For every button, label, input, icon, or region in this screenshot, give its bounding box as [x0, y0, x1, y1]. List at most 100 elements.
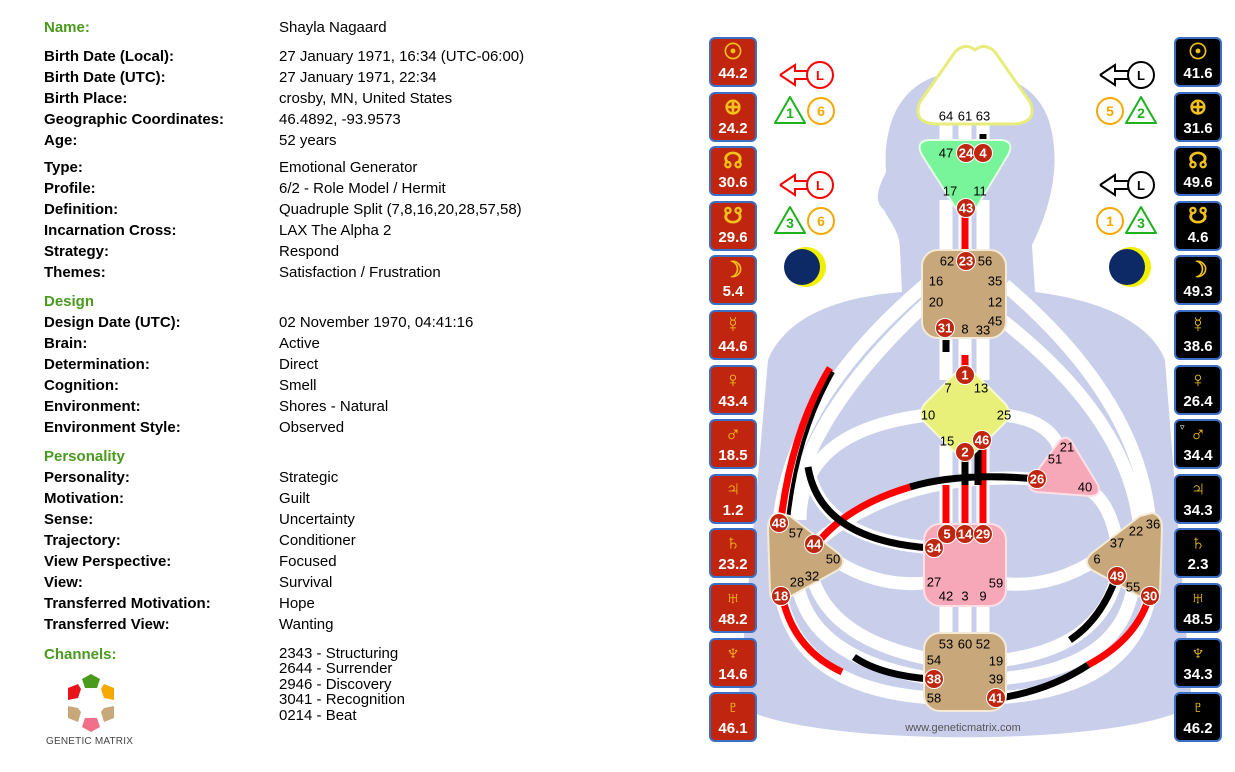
planet-north-node[interactable]: ☊49.6 [1174, 146, 1222, 197]
planet-mercury[interactable]: ☿44.6 [709, 310, 757, 360]
gate-37[interactable]: 37 [1110, 536, 1124, 551]
gate-22[interactable]: 22 [1129, 524, 1143, 539]
planet-neptune[interactable]: ♆14.6 [709, 637, 757, 688]
gate-18[interactable]: 18 [771, 586, 791, 606]
gate-4[interactable]: 4 [973, 143, 993, 163]
planet-gate-value: 23.2 [718, 556, 748, 574]
gate-51[interactable]: 51 [1048, 452, 1062, 467]
gate-50[interactable]: 50 [826, 552, 840, 567]
gate-3[interactable]: 3 [961, 589, 968, 604]
gate-36[interactable]: 36 [1146, 517, 1160, 532]
planet-moon[interactable]: ☽49.3 [1174, 255, 1222, 306]
gate-28[interactable]: 28 [790, 575, 804, 590]
gate-26[interactable]: 26 [1027, 469, 1047, 489]
gate-15[interactable]: 15 [940, 434, 954, 449]
gate-19[interactable]: 19 [989, 654, 1003, 669]
gate-55[interactable]: 55 [1126, 580, 1140, 595]
gate-17[interactable]: 17 [943, 184, 957, 199]
planet-jupiter[interactable]: ♃34.3 [1174, 473, 1222, 524]
gate-8[interactable]: 8 [961, 322, 968, 337]
gate-11[interactable]: 11 [973, 184, 987, 199]
gate-45[interactable]: 45 [988, 314, 1002, 329]
gate-53[interactable]: 53 [939, 637, 953, 652]
gate-63[interactable]: 63 [976, 109, 990, 124]
gate-23[interactable]: 23 [956, 251, 976, 271]
planet-mars[interactable]: ♂18.5 [709, 419, 757, 470]
planet-earth[interactable]: ⊕24.2 [709, 91, 757, 142]
planet-mercury[interactable]: ☿38.6 [1174, 310, 1222, 360]
gate-40[interactable]: 40 [1078, 480, 1092, 495]
gate-54[interactable]: 54 [927, 653, 941, 668]
gate-39[interactable]: 39 [989, 672, 1003, 687]
tone-bottom: 3 [786, 215, 794, 231]
gate-52[interactable]: 52 [976, 637, 990, 652]
gate-24[interactable]: 24 [956, 143, 976, 163]
planet-south-node[interactable]: ☋4.6 [1174, 200, 1222, 251]
gate-41[interactable]: 41 [986, 688, 1006, 708]
gate-56[interactable]: 56 [978, 254, 992, 269]
gate-13[interactable]: 13 [974, 381, 988, 396]
gate-42[interactable]: 42 [939, 589, 953, 604]
planet-earth[interactable]: ⊕31.6 [1174, 91, 1222, 142]
planet-uranus[interactable]: ♅48.5 [1174, 583, 1222, 633]
planet-pluto[interactable]: ♇46.2 [1174, 692, 1222, 743]
planet-sun[interactable]: ☉41.6 [1174, 37, 1222, 87]
gate-46[interactable]: 46 [972, 430, 992, 450]
uranus-icon: ♅ [724, 585, 742, 610]
planet-uranus[interactable]: ♅48.2 [709, 583, 757, 633]
moon-icon: ☽ [723, 257, 743, 283]
gate-34[interactable]: 34 [924, 538, 944, 558]
gate-60[interactable]: 60 [958, 637, 972, 652]
planet-jupiter[interactable]: ♃1.2 [709, 473, 757, 524]
gate-43[interactable]: 43 [956, 198, 976, 218]
saturn-icon: ♄ [1189, 530, 1207, 556]
gate-64[interactable]: 64 [939, 109, 953, 124]
personality-arrow-top-icon: L [1099, 61, 1155, 89]
gate-12[interactable]: 12 [988, 295, 1002, 310]
gate-62[interactable]: 62 [940, 254, 954, 269]
gate-49[interactable]: 49 [1107, 566, 1127, 586]
gate-21[interactable]: 21 [1060, 440, 1074, 455]
gate-38[interactable]: 38 [924, 669, 944, 689]
gate-6[interactable]: 6 [1093, 552, 1100, 567]
active-gate-marker [956, 198, 976, 218]
planet-sun[interactable]: ☉44.2 [709, 37, 757, 87]
planet-pluto[interactable]: ♇46.1 [709, 692, 757, 743]
gate-1[interactable]: 1 [955, 365, 975, 385]
gate-27[interactable]: 27 [927, 575, 941, 590]
planet-neptune[interactable]: ♆34.3 [1174, 637, 1222, 688]
gate-20[interactable]: 20 [929, 295, 943, 310]
planet-saturn[interactable]: ♄23.2 [709, 528, 757, 579]
gate-7[interactable]: 7 [944, 381, 951, 396]
gate-29[interactable]: 29 [973, 524, 993, 544]
gate-number: 43 [959, 201, 973, 216]
planet-south-node[interactable]: ☋29.6 [709, 200, 757, 251]
gate-10[interactable]: 10 [921, 408, 935, 423]
gate-61[interactable]: 61 [958, 109, 972, 124]
planet-moon[interactable]: ☽5.4 [709, 255, 757, 306]
gate-44[interactable]: 44 [804, 534, 824, 554]
gate-35[interactable]: 35 [988, 274, 1002, 289]
gate-2[interactable]: 2 [955, 442, 975, 462]
gate-48[interactable]: 48 [769, 513, 789, 533]
gate-32[interactable]: 32 [805, 569, 819, 584]
planet-mars[interactable]: ▿♂34.4 [1174, 419, 1222, 470]
tone-top: 1 [786, 105, 794, 121]
gate-30[interactable]: 30 [1140, 586, 1160, 606]
gate-9[interactable]: 9 [979, 589, 986, 604]
gate-16[interactable]: 16 [929, 274, 943, 289]
gate-58[interactable]: 58 [927, 691, 941, 706]
planet-saturn[interactable]: ♄2.3 [1174, 528, 1222, 579]
gate-47[interactable]: 47 [939, 146, 953, 161]
gate-57[interactable]: 57 [789, 526, 803, 541]
gate-14[interactable]: 14 [955, 524, 975, 544]
gate-25[interactable]: 25 [997, 408, 1011, 423]
gate-33[interactable]: 33 [976, 323, 990, 338]
gate-31[interactable]: 31 [935, 318, 955, 338]
planet-venus[interactable]: ♀43.4 [709, 364, 757, 415]
planet-venus[interactable]: ♀26.4 [1174, 364, 1222, 415]
planet-north-node[interactable]: ☊30.6 [709, 146, 757, 197]
gate-59[interactable]: 59 [989, 576, 1003, 591]
